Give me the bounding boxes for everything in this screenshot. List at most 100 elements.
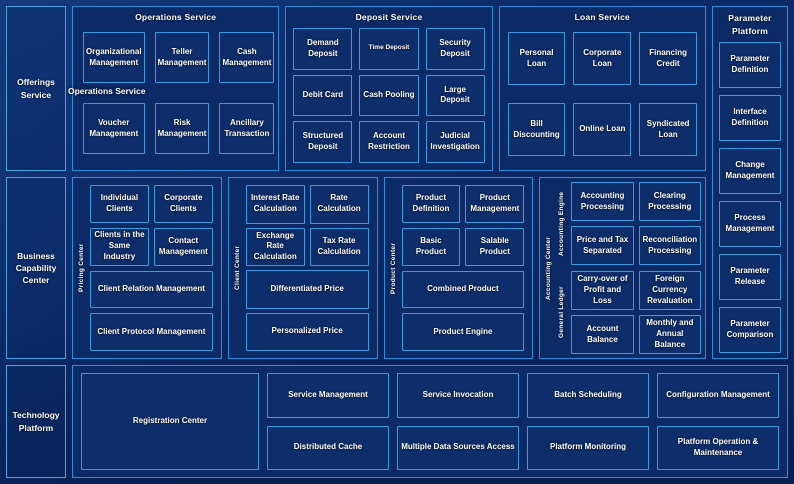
technology-platform-groups: Registration Center Service Management S… (72, 365, 788, 478)
layer-label-offerings-service: Offerings Service (6, 6, 66, 171)
group-operations-service: Operations Service Organizational Manage… (72, 6, 280, 171)
item-organizational-management[interactable]: Organizational Management (83, 32, 145, 83)
item-combined-product[interactable]: Combined Product (401, 270, 525, 309)
item-batch-scheduling[interactable]: Batch Scheduling (527, 373, 649, 418)
item-account-balance[interactable]: Account Balance (571, 315, 634, 354)
item-product-management[interactable]: Product Management (465, 185, 525, 223)
item-carry-over-of-profit-and-loss[interactable]: Carry-over of Profit and Loss (571, 271, 634, 310)
item-cash-pooling[interactable]: Cash Pooling (359, 74, 419, 117)
item-debit-card[interactable]: Debit Card (293, 74, 353, 117)
item-interface-definition[interactable]: Interface Definition (719, 94, 781, 141)
item-monthly-and-annual-balance[interactable]: Monthly and Annual Balance (638, 315, 701, 354)
vlabel-general-ledger: General Ledger (558, 286, 566, 339)
client-center-full-1: Differentiated Price (245, 270, 369, 309)
item-teller-management[interactable]: Teller Management (154, 32, 210, 83)
item-bill-discounting[interactable]: Bill Discounting (507, 103, 566, 156)
item-tax-rate-calculation[interactable]: Tax Rate Calculation (309, 227, 369, 266)
item-salable-product[interactable]: Salable Product (465, 227, 525, 266)
item-distributed-cache[interactable]: Distributed Cache (267, 425, 389, 470)
item-process-management[interactable]: Process Management (719, 200, 781, 247)
item-multiple-data-sources-access[interactable]: Multiple Data Sources Access (397, 425, 519, 470)
item-interest-rate-calculation[interactable]: Interest Rate Calculation (245, 185, 305, 224)
item-clients-in-the-same-industry[interactable]: Clients in the Same Industry (90, 227, 149, 266)
item-registration-center[interactable]: Registration Center (81, 373, 259, 470)
item-differentiated-price[interactable]: Differentiated Price (245, 270, 369, 309)
item-structured-deposit[interactable]: Structured Deposit (293, 121, 353, 163)
loan-service-items: Personal Loan Corporate Loan Financing C… (500, 26, 705, 170)
item-client-protocol-management[interactable]: Client Protocol Management (90, 313, 213, 351)
group-accounting-center: Accounting Center Accounting Engine Acco… (539, 177, 706, 359)
item-parameter-release[interactable]: Parameter Release (719, 253, 781, 300)
item-product-engine[interactable]: Product Engine (401, 313, 525, 351)
item-price-and-tax-separated[interactable]: Price and Tax Separated (571, 226, 634, 265)
product-center-full-1: Combined Product (401, 270, 525, 309)
item-account-restriction[interactable]: Account Restriction (359, 121, 419, 163)
item-voucher-management[interactable]: Voucher Management (83, 103, 145, 154)
item-product-definition[interactable]: Product Definition (401, 185, 461, 223)
layer-label-technology-platform: Technology Platform (6, 365, 66, 478)
technology-platform-row: Technology Platform Registration Center … (6, 365, 788, 478)
vlabel-pricing-center: Pricing Center (78, 243, 85, 293)
product-center-full-2: Product Engine (401, 313, 525, 351)
item-personalized-price[interactable]: Personalized Price (245, 312, 369, 351)
offerings-service-groups: Operations Service Organizational Manage… (68, 6, 706, 171)
parameter-platform-items: Parameter Definition Interface Definitio… (719, 41, 781, 354)
item-foreign-currency-revaluation[interactable]: Foreign Currency Revaluation (638, 271, 701, 310)
vlabel-accounting-center: Accounting Center (545, 236, 553, 300)
item-service-management[interactable]: Service Management (267, 373, 389, 418)
item-risk-management[interactable]: Risk Management (154, 103, 210, 154)
item-online-loan[interactable]: Online Loan (573, 103, 632, 156)
item-clearing-processing[interactable]: Clearing Processing (638, 182, 701, 221)
item-platform-monitoring[interactable]: Platform Monitoring (527, 425, 649, 470)
pricing-center-items: Individual Clients Corporate Clients Cli… (88, 182, 217, 354)
item-client-relation-management[interactable]: Client Relation Management (90, 270, 213, 309)
item-ancillary-transaction[interactable]: Ancillary Transaction (219, 103, 275, 154)
item-corporate-loan[interactable]: Corporate Loan (573, 32, 632, 85)
offerings-service-row: Offerings Service Operations Service Org… (6, 6, 788, 359)
business-capability-groups: Pricing Center Individual Clients Corpor… (72, 177, 706, 359)
product-center-pair-1: Product Definition Product Management (401, 185, 525, 223)
subgroup-accounting-engine: Accounting Engine Accounting Processing … (555, 182, 701, 265)
pricing-center-pair-2: Clients in the Same Industry Contact Man… (90, 227, 213, 266)
registration-center-wrapper: Registration Center (81, 373, 259, 470)
operations-service-items: Organizational Management Teller Managem… (73, 26, 278, 170)
group-title-operations-service: Operations Service (135, 12, 217, 22)
vlabel-client-center: Client Center (233, 245, 241, 291)
item-change-management[interactable]: Change Management (719, 147, 781, 194)
item-configuration-management[interactable]: Configuration Management (657, 373, 779, 418)
item-time-deposit[interactable]: Time Deposit (359, 28, 419, 70)
item-basic-product[interactable]: Basic Product (401, 227, 461, 266)
item-exchange-rate-calculation[interactable]: Exchange Rate Calculation (245, 227, 305, 266)
product-center-items: Product Definition Product Management Ba… (400, 182, 529, 354)
item-service-invocation[interactable]: Service Invocation (397, 373, 519, 418)
group-title-deposit-service: Deposit Service (355, 12, 423, 22)
item-corporate-clients[interactable]: Corporate Clients (153, 185, 213, 223)
item-rate-calculation[interactable]: Rate Calculation (309, 185, 369, 224)
item-reconciliation-processing[interactable]: Reconciliation Processing (638, 226, 701, 265)
item-security-deposit[interactable]: Security Deposit (425, 28, 485, 70)
product-center-pair-2: Basic Product Salable Product (401, 227, 525, 266)
item-syndicated-loan[interactable]: Syndicated Loan (639, 103, 697, 156)
item-judicial-investigation[interactable]: Judicial Investigation (425, 121, 485, 163)
business-capability-center-row: Business Capability Center Pricing Cente… (6, 177, 788, 359)
item-platform-operation-maintenance[interactable]: Platform Operation & Maintenance (657, 425, 779, 470)
item-cash-management[interactable]: Cash Management (219, 32, 275, 83)
pricing-center-full-2: Client Protocol Management (90, 313, 213, 351)
item-parameter-comparison[interactable]: Parameter Comparison (719, 306, 781, 353)
vlabel-accounting-engine: Accounting Engine (558, 191, 566, 256)
client-center-pair-1: Interest Rate Calculation Rate Calculati… (245, 185, 369, 224)
accounting-center-subgroups: Accounting Engine Accounting Processing … (555, 182, 701, 354)
item-personal-loan[interactable]: Personal Loan (507, 32, 566, 85)
item-accounting-processing[interactable]: Accounting Processing (571, 182, 634, 221)
item-contact-management[interactable]: Contact Management (153, 227, 213, 266)
item-parameter-definition[interactable]: Parameter Definition (719, 41, 781, 88)
group-loan-service: Loan Service Personal Loan Corporate Loa… (498, 6, 706, 171)
subgroup-general-ledger: General Ledger Carry-over of Profit and … (555, 271, 701, 354)
item-demand-deposit[interactable]: Demand Deposit (293, 28, 353, 70)
vlabel-product-center: Product Center (389, 242, 397, 294)
item-financing-credit[interactable]: Financing Credit (639, 32, 697, 85)
item-individual-clients[interactable]: Individual Clients (90, 185, 149, 223)
item-large-deposit[interactable]: Large Deposit (425, 74, 485, 117)
pricing-center-full-1: Client Relation Management (90, 270, 213, 309)
